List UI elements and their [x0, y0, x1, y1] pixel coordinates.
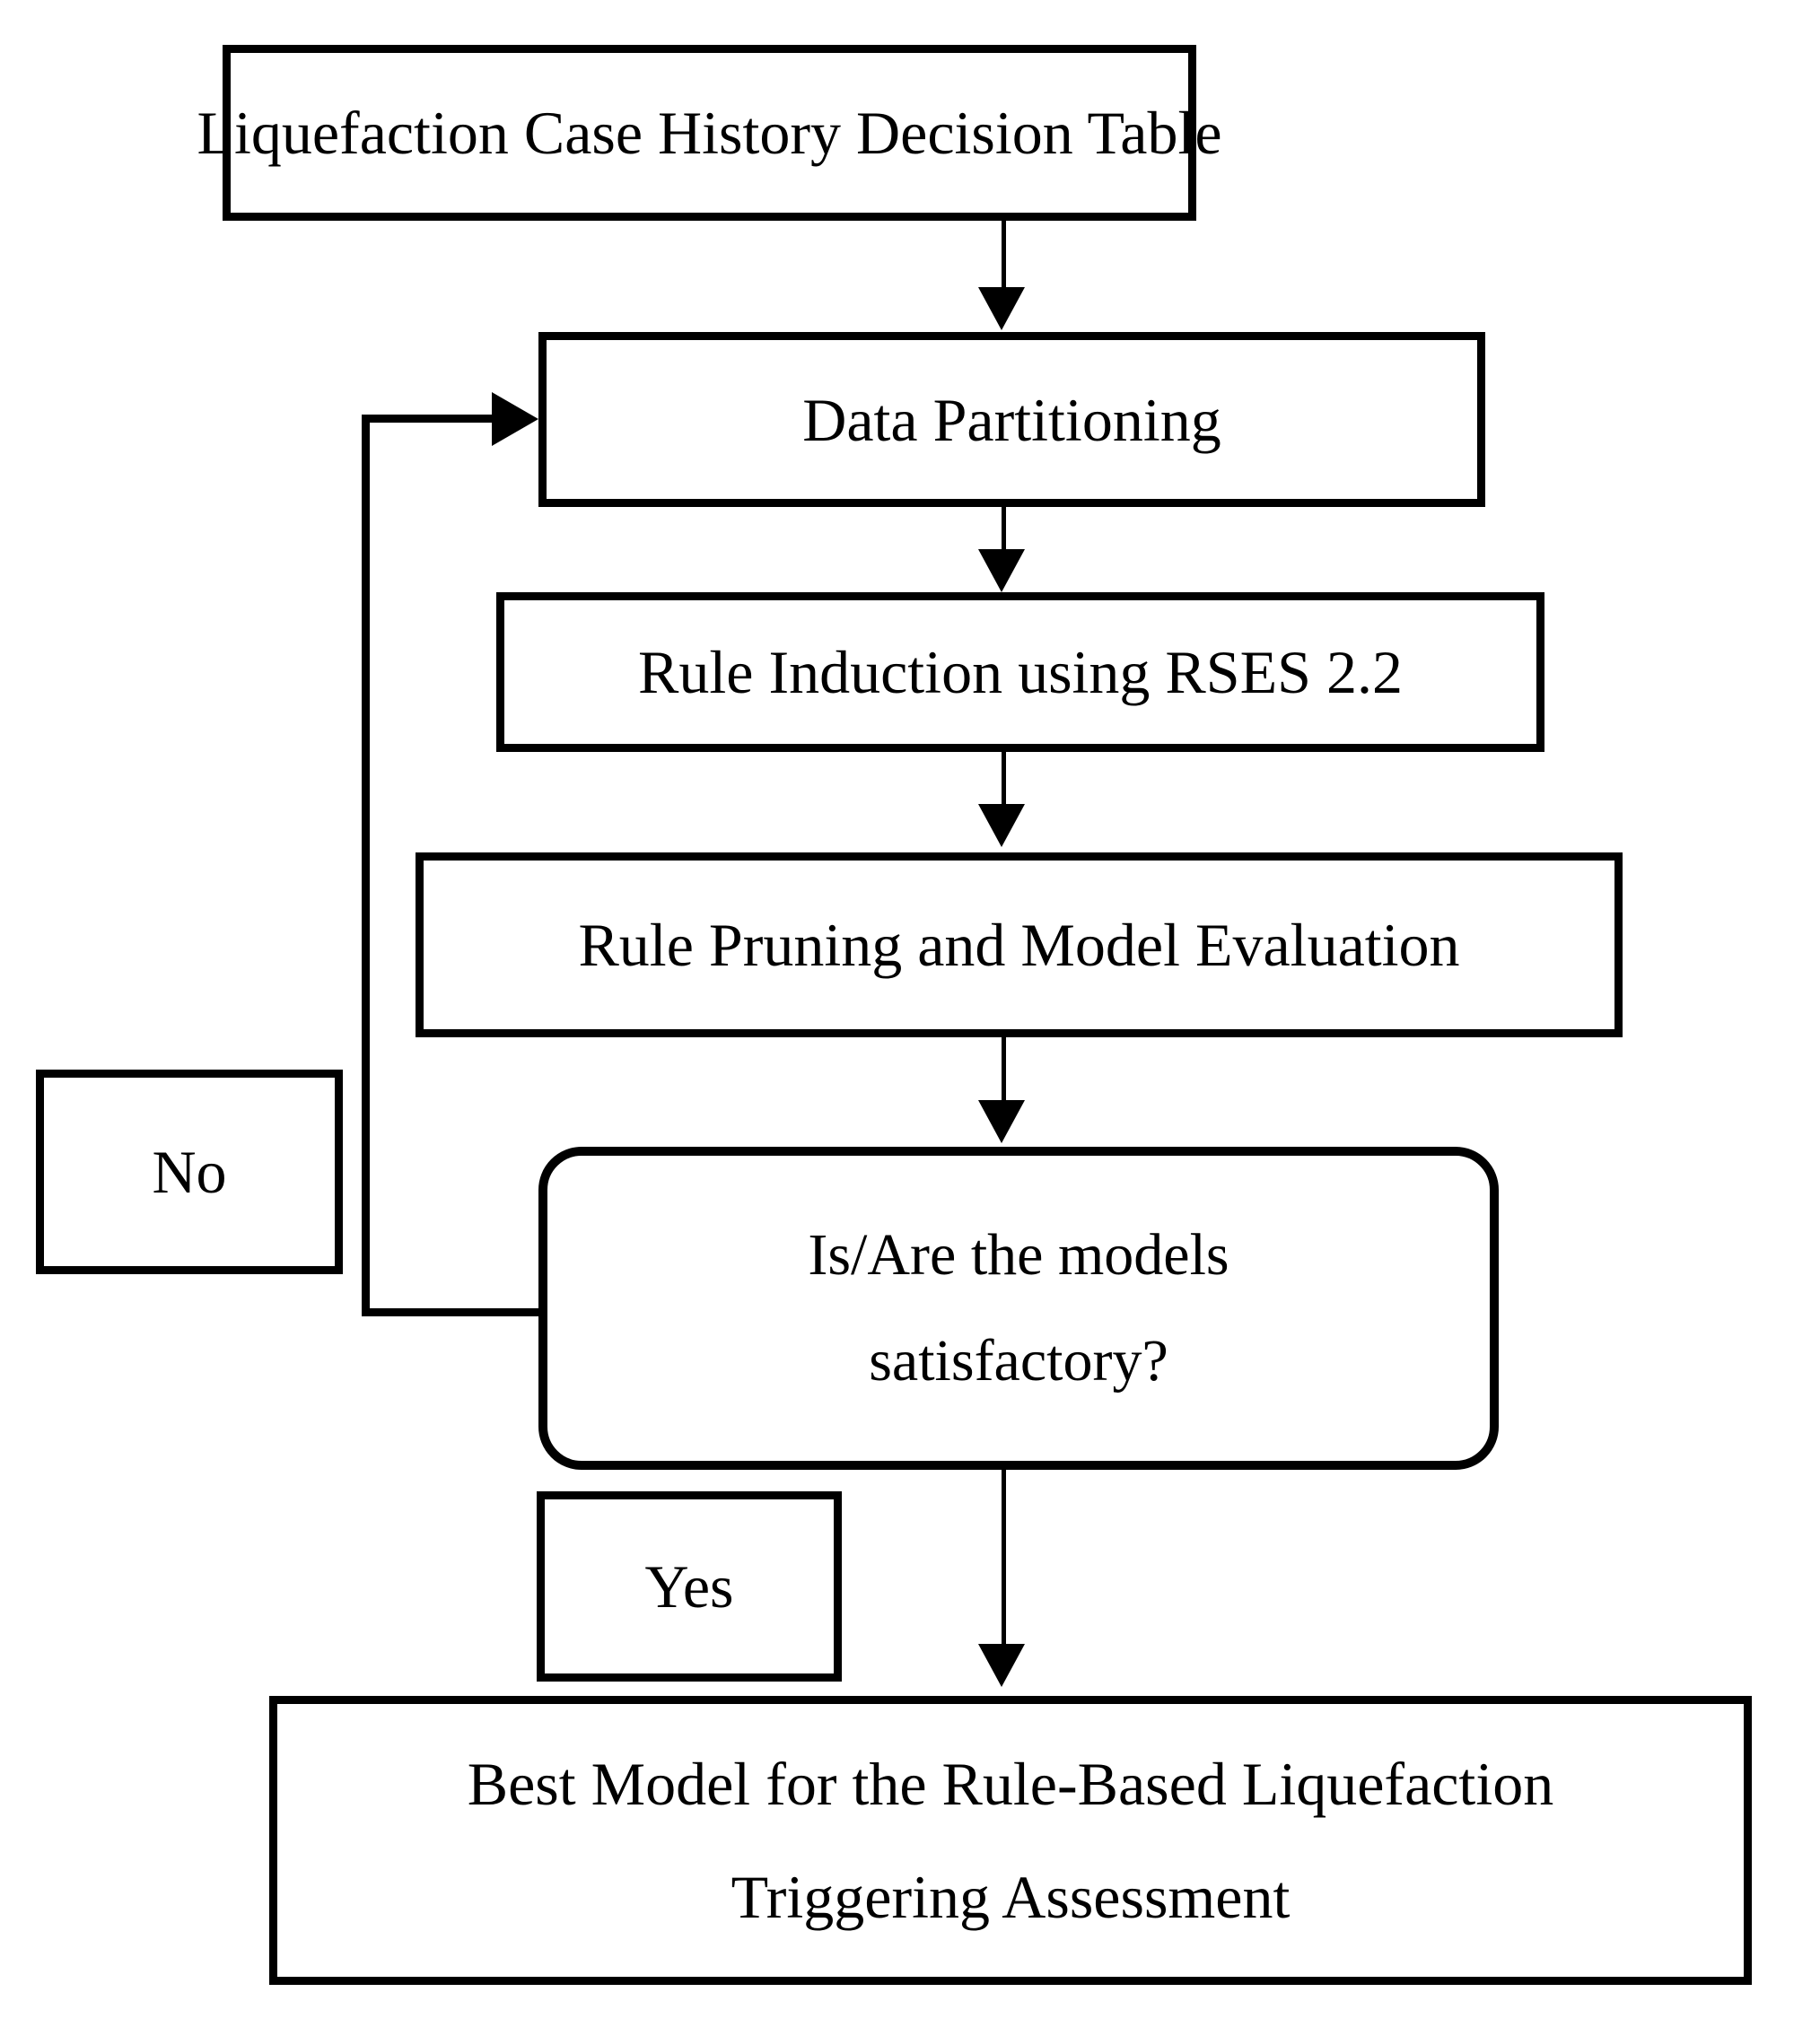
node-label: Liquefaction Case History Decision Table — [197, 99, 1222, 167]
arrowhead-title-to-partitioning — [978, 287, 1025, 330]
connector-pruning-to-decision — [1002, 1037, 1006, 1104]
best-model-label-line-1: Best Model for the Rule-Based Liquefacti… — [467, 1750, 1554, 1818]
edge-label-no[interactable]: No — [36, 1070, 343, 1274]
arrowhead-induction-to-pruning — [978, 804, 1025, 847]
arrowhead-feedback-into-partitioning — [492, 392, 538, 446]
node-liquefaction-case-history-decision-table[interactable]: Liquefaction Case History Decision Table — [197, 45, 1222, 221]
node-rule-pruning-model-evaluation[interactable]: Rule Pruning and Model Evaluation — [416, 852, 1623, 1037]
node-rule-induction-rses[interactable]: Rule Induction using RSES 2.2 — [496, 592, 1544, 752]
node-best-model-rule-based-liquefaction[interactable]: Best Model for the Rule-Based Liquefacti… — [269, 1696, 1752, 1985]
edge-label-yes[interactable]: Yes — [537, 1491, 842, 1682]
connector-induction-to-pruning — [1002, 752, 1006, 809]
arrowhead-pruning-to-decision — [978, 1100, 1025, 1143]
node-data-partitioning[interactable]: Data Partitioning — [538, 332, 1485, 507]
arrowhead-decision-to-best-model — [978, 1644, 1025, 1687]
connector-partitioning-to-induction — [1002, 507, 1006, 563]
feedback-horizontal-upper — [362, 415, 496, 423]
node-label: Rule Induction using RSES 2.2 — [638, 638, 1403, 706]
no-label: No — [152, 1138, 227, 1206]
decision-label-line-2: satisfactory? — [869, 1328, 1168, 1394]
yes-label: Yes — [644, 1552, 734, 1621]
node-label: Data Partitioning — [802, 385, 1221, 454]
feedback-horizontal-lower — [362, 1308, 546, 1316]
feedback-vertical — [362, 418, 370, 1312]
node-decision-models-satisfactory[interactable]: Is/Are the models satisfactory? — [538, 1147, 1499, 1470]
connector-decision-to-best-model — [1002, 1470, 1006, 1649]
decision-label-line-1: Is/Are the models — [808, 1222, 1229, 1288]
connector-title-to-partitioning — [1002, 221, 1006, 291]
arrowhead-partitioning-to-induction — [978, 549, 1025, 592]
node-label: Rule Pruning and Model Evaluation — [578, 911, 1460, 979]
best-model-label-line-2: Triggering Assessment — [731, 1863, 1291, 1931]
